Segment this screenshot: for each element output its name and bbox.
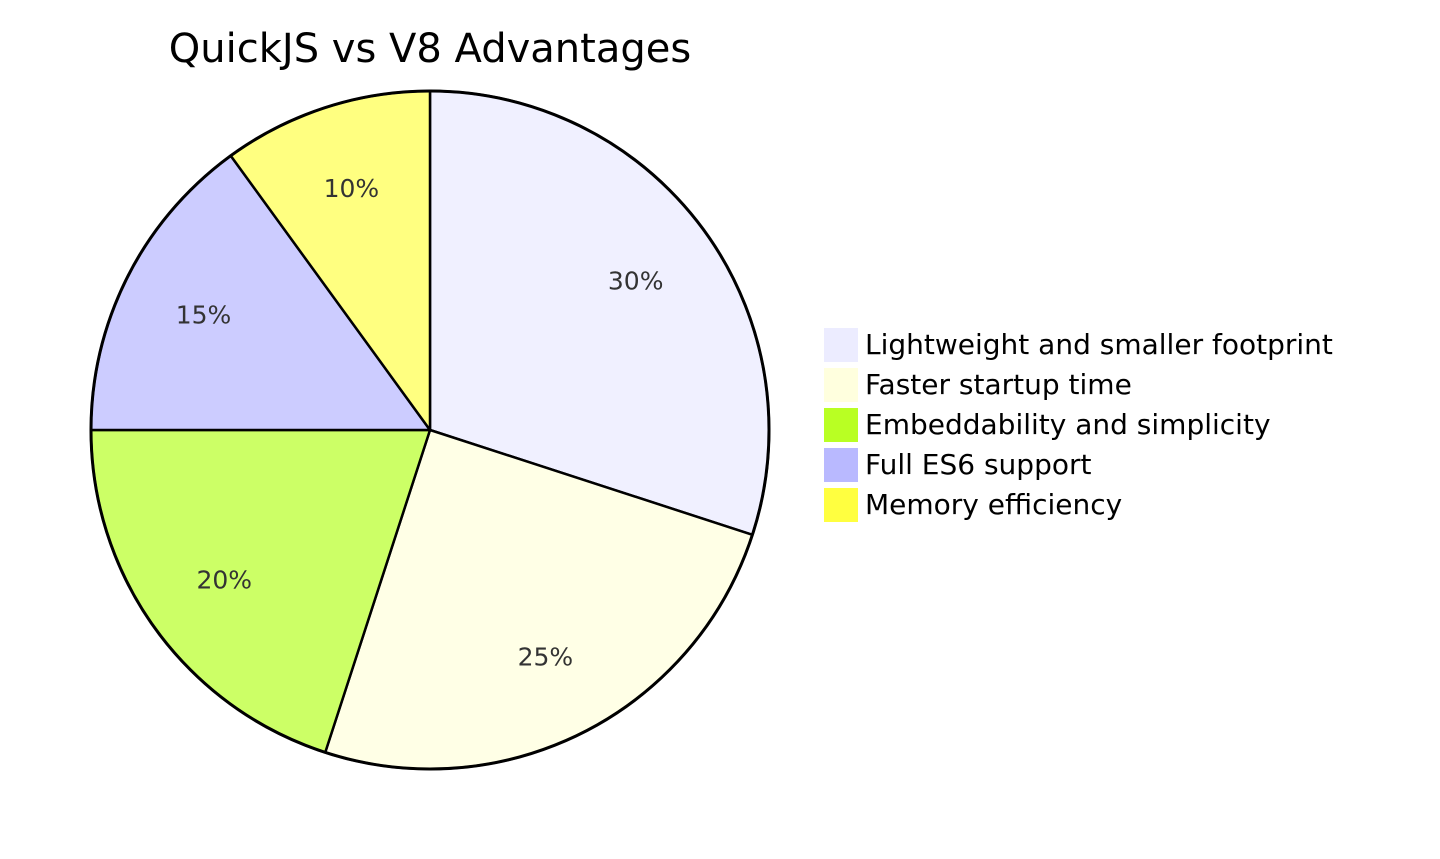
slice-percent-label: 20% (197, 565, 253, 594)
legend-swatch (824, 368, 858, 402)
pie-slices (89, 89, 771, 771)
slice-percent-label: 25% (518, 643, 574, 672)
legend-label: Memory efficiency (865, 488, 1122, 521)
legend-label: Full ES6 support (865, 448, 1091, 481)
legend-label: Embeddability and simplicity (865, 408, 1271, 441)
legend-swatch (824, 328, 858, 362)
chart-title: QuickJS vs V8 Advantages (169, 26, 691, 72)
legend-label: Faster startup time (865, 368, 1132, 401)
slice-percent-label: 30% (608, 267, 664, 296)
pie-outline (89, 89, 771, 771)
legend-label: Lightweight and smaller footprint (865, 328, 1333, 361)
slice-percent-label: 15% (176, 301, 232, 330)
pie-slice-labels: 30% 25% 20% 15% 10% (176, 174, 664, 671)
legend-swatch (824, 408, 858, 442)
legend-swatch (824, 488, 858, 522)
slice-percent-label: 10% (324, 174, 380, 203)
legend-swatch (824, 448, 858, 482)
legend: Lightweight and smaller footprintFaster … (824, 328, 1333, 522)
